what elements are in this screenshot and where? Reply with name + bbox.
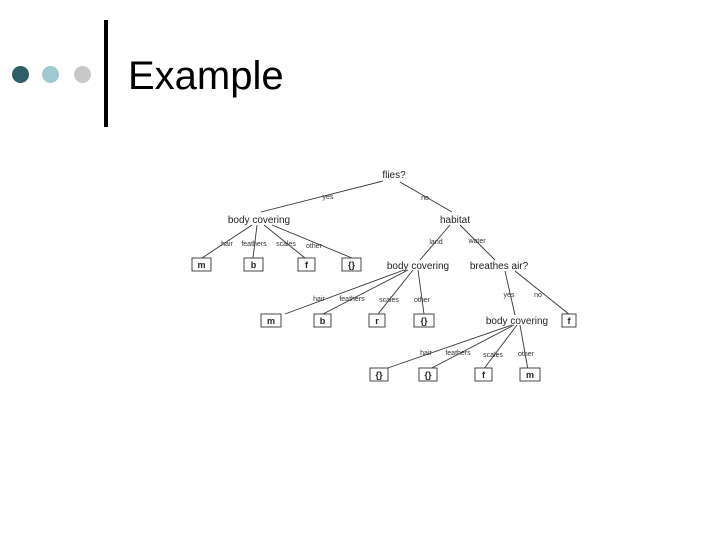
leaf-box-12 <box>474 367 493 382</box>
edge-label-yes-2: yes <box>504 292 515 299</box>
bullet-dot-2 <box>42 66 59 83</box>
edge-breathes-no <box>514 270 571 316</box>
edge-label-no-1: no <box>421 195 429 202</box>
edge-label-land: land <box>429 239 442 246</box>
edge-label-hair-3: hair <box>420 350 432 357</box>
leaf-box-8 <box>413 313 435 328</box>
leaf-label-5: m <box>267 316 275 326</box>
leaf-label-4: {} <box>348 260 356 270</box>
leaf-label-13: m <box>526 370 534 380</box>
node-body-covering-3: body covering <box>486 316 548 327</box>
tree-edge-labels: yes no hair feathers scales other land w… <box>221 194 542 359</box>
edge-bc1-hair <box>201 224 253 259</box>
edge-label-other-3: other <box>518 351 535 358</box>
leaf-box-3 <box>297 257 316 272</box>
edge-bc2-other <box>417 269 425 315</box>
leaf-box-4 <box>341 257 362 272</box>
edge-label-water: water <box>467 238 486 245</box>
tree-edges <box>201 180 571 371</box>
edge-bc3-feathers <box>427 324 515 371</box>
slide-title: Example <box>128 54 284 98</box>
edge-bc2-hair <box>284 269 405 315</box>
edge-habitat-water <box>459 224 496 261</box>
leaf-label-2: b <box>251 260 257 270</box>
edge-bc3-scales <box>482 324 518 371</box>
edge-label-other-1: other <box>306 243 323 250</box>
leaf-label-8: {} <box>420 316 428 326</box>
node-body-covering-2: body covering <box>387 261 449 272</box>
edge-label-feathers-1: feathers <box>241 241 267 248</box>
edge-breathes-yes <box>504 270 516 316</box>
edge-bc2-scales <box>377 269 414 315</box>
node-habitat: habitat <box>440 215 470 226</box>
node-flies: flies? <box>382 170 406 181</box>
edge-bc1-scales <box>263 224 306 259</box>
leaf-box-11 <box>418 367 438 382</box>
edge-label-scales-2: scales <box>379 297 399 304</box>
leaf-label-12: f <box>482 370 486 380</box>
leaf-label-6: b <box>320 316 326 326</box>
edge-label-no-2: no <box>534 292 542 299</box>
leaf-box-5 <box>260 313 282 328</box>
edge-bc1-feathers <box>252 224 258 259</box>
edge-label-hair-2: hair <box>313 296 325 303</box>
bullet-dot-1 <box>12 66 29 83</box>
leaf-label-1: m <box>197 260 205 270</box>
edge-bc3-hair <box>381 324 513 371</box>
leaf-box-9 <box>561 313 577 328</box>
edge-bc2-feathers <box>322 269 409 315</box>
edge-label-feathers-2: feathers <box>339 296 365 303</box>
edge-label-other-2: other <box>414 297 431 304</box>
node-breathes-air: breathes air? <box>470 261 529 272</box>
node-body-covering-1: body covering <box>228 215 290 226</box>
tree-leaves: m b f {} m b r {} f {} {} f m <box>191 257 577 382</box>
title-divider <box>104 20 108 127</box>
leaf-box-1 <box>191 257 212 272</box>
edge-label-hair-1: hair <box>221 241 233 248</box>
leaf-label-7: r <box>375 316 379 326</box>
leaf-box-6 <box>313 313 332 328</box>
leaf-label-10: {} <box>375 370 383 380</box>
edge-label-yes-1: yes <box>323 194 334 201</box>
edge-bc3-other <box>519 324 529 371</box>
edge-flies-no <box>399 181 453 213</box>
edge-label-feathers-3: feathers <box>445 350 471 357</box>
edge-label-scales-3: scales <box>483 352 503 359</box>
edge-habitat-land <box>419 224 451 261</box>
leaf-box-10 <box>369 367 389 382</box>
leaf-box-2 <box>243 257 264 272</box>
tree-nodes: flies? body covering habitat body coveri… <box>228 170 548 327</box>
leaf-label-9: f <box>568 316 572 326</box>
edge-bc1-other <box>271 224 353 259</box>
leaf-label-3: f <box>305 260 309 270</box>
edge-label-scales-1: scales <box>276 241 296 248</box>
leaf-box-7 <box>368 313 386 328</box>
leaf-label-11: {} <box>424 370 432 380</box>
edge-flies-yes <box>260 180 384 213</box>
leaf-box-13 <box>519 367 541 382</box>
bullet-dot-3 <box>74 66 91 83</box>
